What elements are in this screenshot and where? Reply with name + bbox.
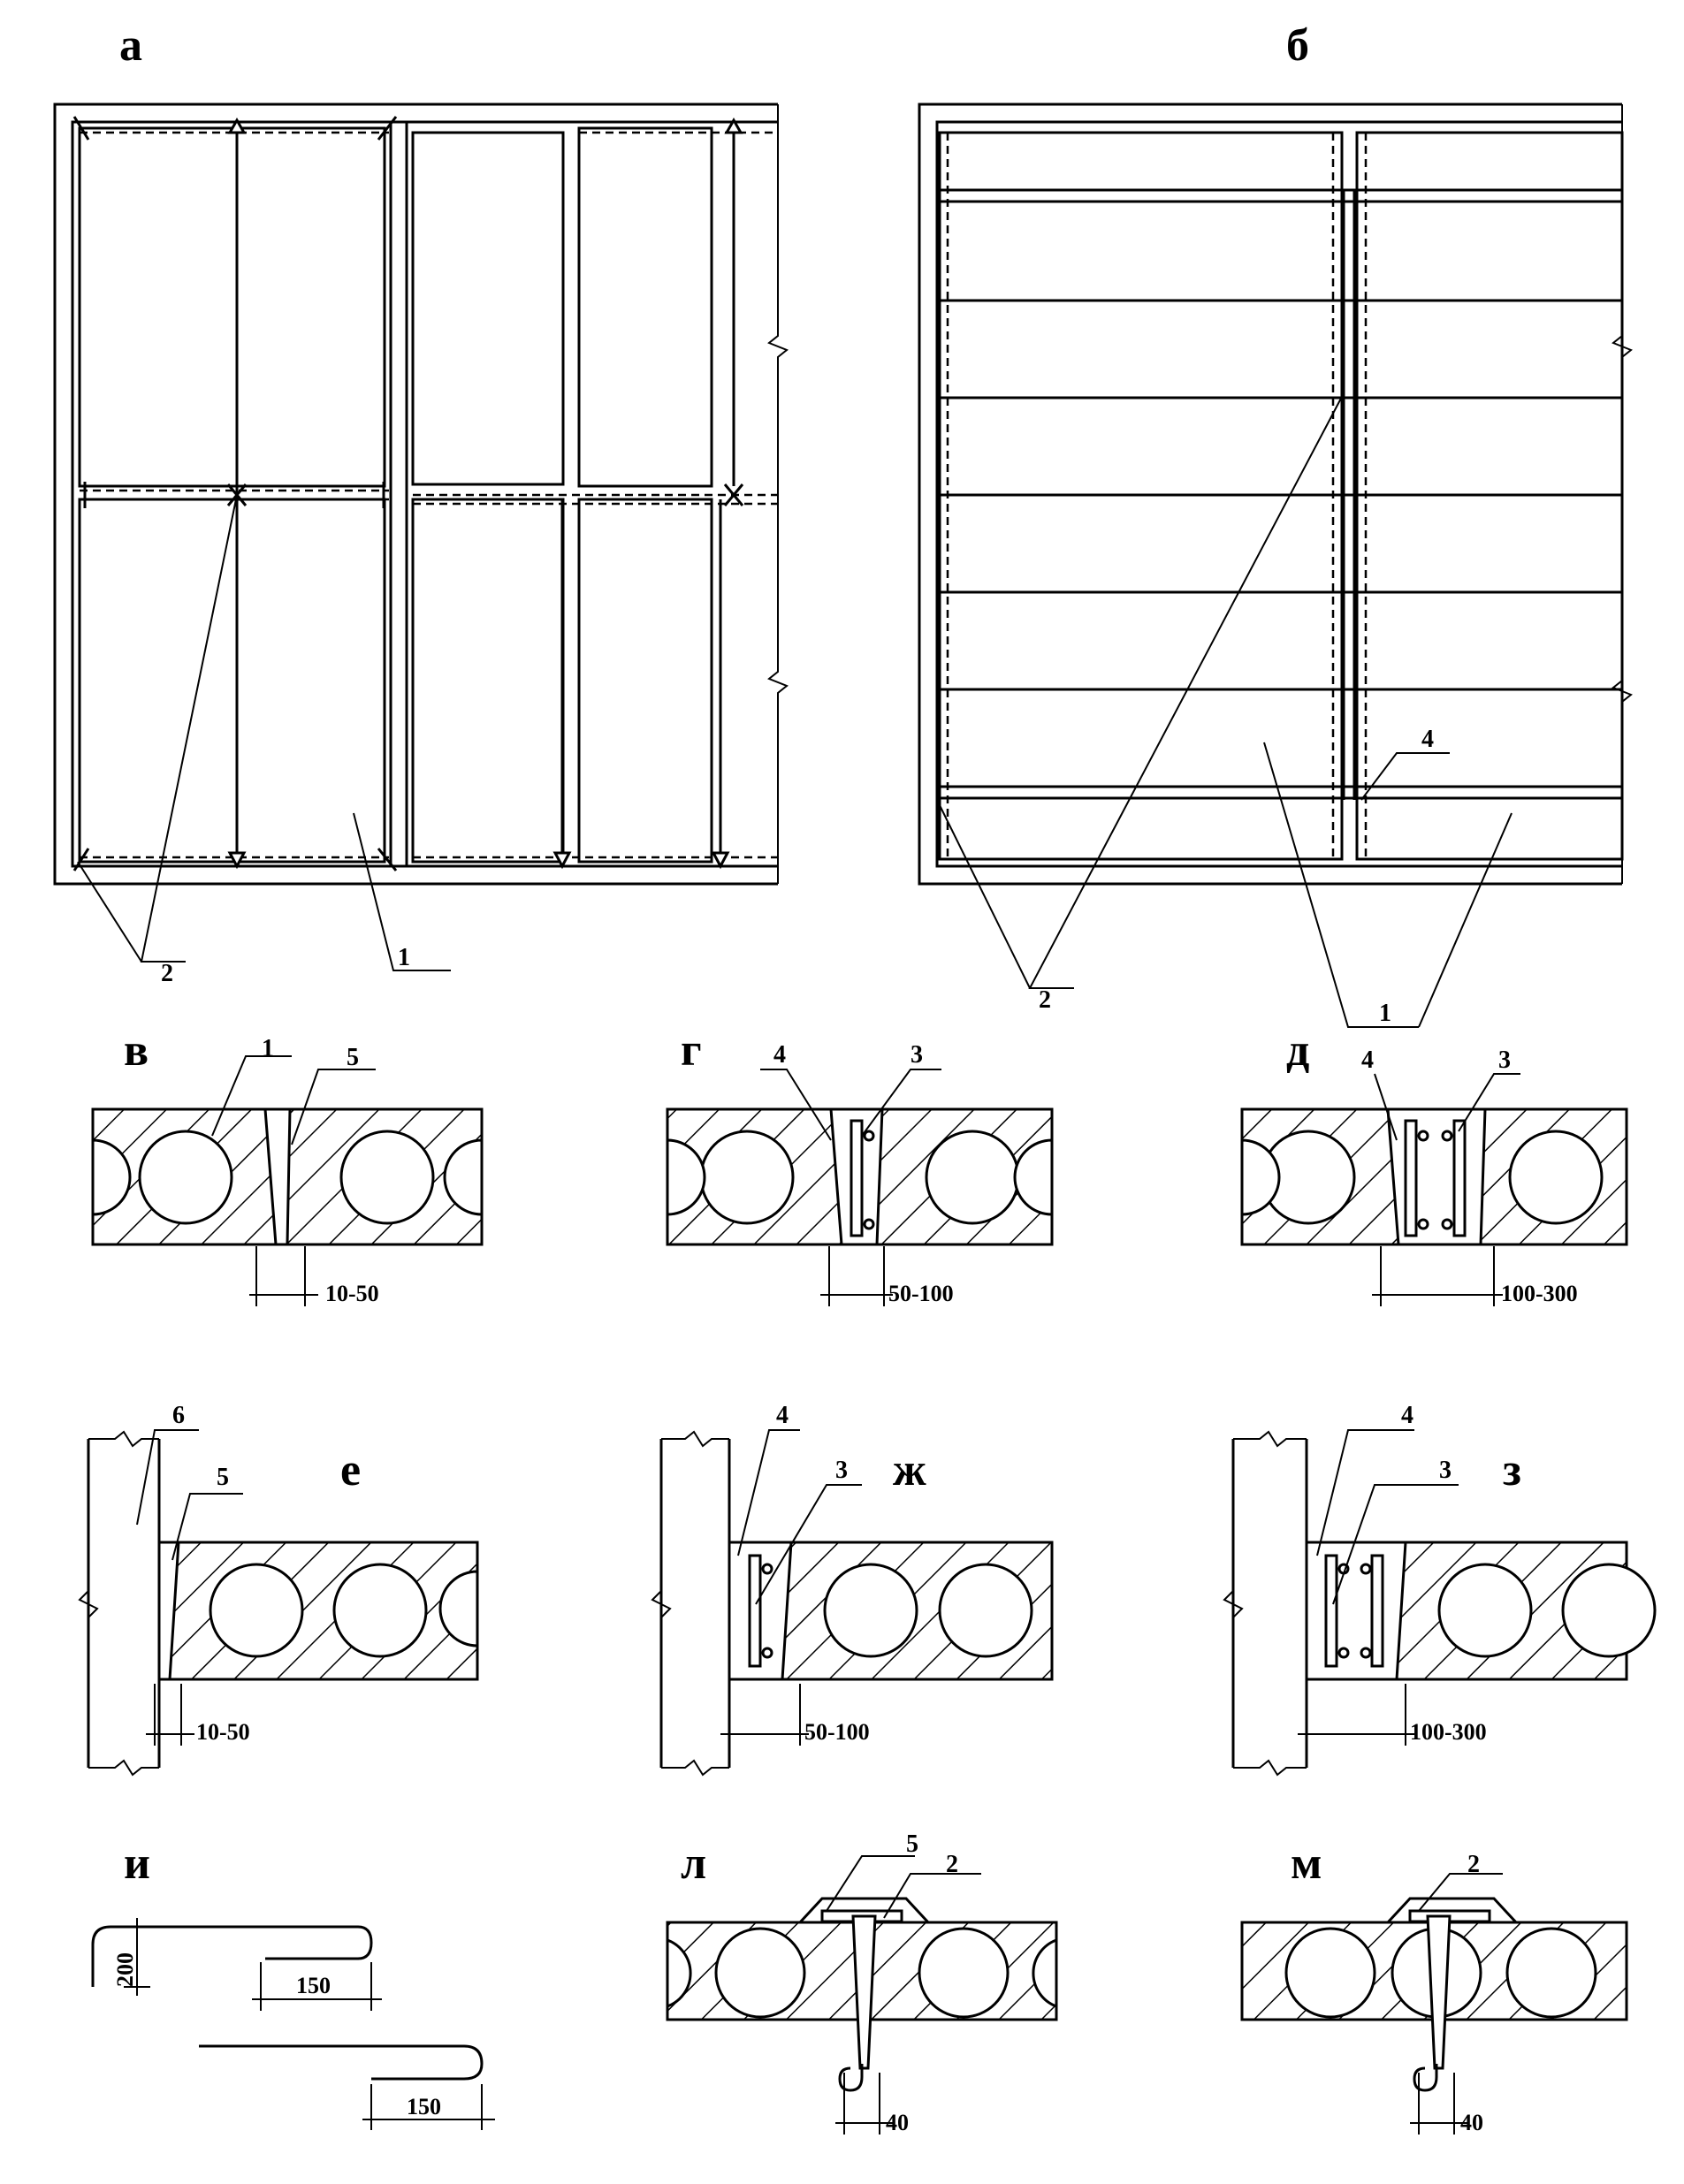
detail-m: м 2 40 [1240,1838,1628,2135]
label-m: м [1291,1838,1322,1889]
section-g: г 4 3 50-100 [666,1025,1054,1306]
dim-hook-height: 200 [112,1952,138,1987]
callout-4: 4 [1361,1046,1374,1074]
label-i: и [124,1838,150,1889]
opening [411,131,565,486]
label-d: д [1286,1025,1309,1076]
callout-1: 1 [262,1035,274,1062]
callout-3: 3 [1439,1457,1452,1484]
callout-5: 5 [906,1830,918,1858]
callout-2: 2 [1467,1851,1480,1878]
section-v: в 1 5 10-50 [91,1025,484,1306]
detail-i: и 200 150 150 [91,1838,495,2130]
label-l: л [681,1838,706,1889]
dim-hook-length: 150 [296,1973,331,1998]
dim-gap: 100-300 [1501,1281,1578,1306]
dim-hook-length: 150 [407,2094,441,2119]
callout-5: 5 [217,1464,229,1491]
callout-5: 5 [347,1044,359,1071]
callout-2: 2 [161,960,173,987]
dim-anchor: 40 [1460,2110,1483,2135]
dim-gap: 50-100 [804,1719,870,1745]
dim-gap: 50-100 [888,1281,954,1306]
callout-2: 2 [1039,986,1051,1014]
dim-gap: 10-50 [196,1719,250,1745]
callout-4: 4 [776,1402,789,1429]
callout-4: 4 [1401,1402,1413,1429]
dim-gap: 10-50 [325,1281,379,1306]
callout-1: 1 [1379,1000,1391,1027]
slab [577,126,713,488]
slab [577,498,713,864]
section-z: з 4 3 100-300 [1223,1402,1657,1777]
label-v: в [124,1025,149,1076]
callout-4: 4 [773,1041,786,1069]
slab [411,498,565,864]
plan-b: б 2 1 4 [918,20,1633,1028]
section-e: е 6 5 10-50 [78,1402,479,1777]
label-z: з [1503,1445,1521,1495]
callout-2: 2 [946,1851,958,1878]
callout-1: 1 [398,944,410,971]
callout-4: 4 [1421,726,1434,753]
callout-6: 6 [172,1402,185,1429]
label-b: б [1286,20,1309,71]
callout-3: 3 [911,1041,923,1069]
section-d: д 4 3 100-300 [1240,1025,1628,1306]
slab [78,498,386,864]
plan-a: а [53,20,789,987]
dim-gap: 100-300 [1410,1719,1487,1745]
label-a: а [119,20,142,71]
callout-3: 3 [835,1457,848,1484]
label-e: е [340,1445,361,1495]
label-zh: ж [893,1445,926,1495]
callout-3: 3 [1498,1046,1511,1074]
section-zh: ж 4 3 50-100 [651,1402,1054,1777]
label-g: г [681,1025,702,1076]
dim-anchor: 40 [886,2110,909,2135]
slab [78,126,386,488]
detail-l: л 5 2 40 [666,1830,1058,2135]
